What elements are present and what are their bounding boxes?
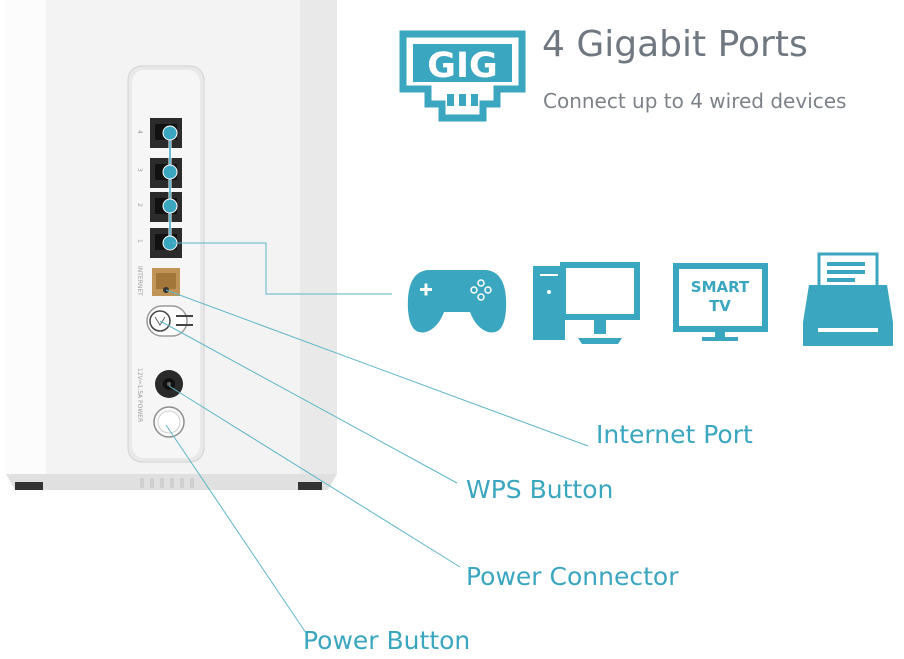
gamepad-icon [407, 270, 507, 333]
internet-port-callout: Internet Port [596, 420, 753, 449]
smart-tv-line1: SMART [691, 278, 750, 296]
page-title: 4 Gigabit Ports [542, 24, 808, 65]
port-2-label: 2 [136, 203, 143, 207]
gig-badge-text: GIG [427, 46, 497, 86]
power-rating-text: 12V⎓1.5A [136, 368, 143, 399]
lan-port-4-marker [162, 125, 178, 141]
wps-button-callout: WPS Button [466, 475, 614, 504]
leader-lines [159, 242, 589, 634]
power-text: POWER [136, 400, 143, 422]
gig-port-icon: GIG [399, 30, 526, 122]
smart-tv-icon: SMART TV [673, 263, 768, 341]
smart-tv-line2: TV [709, 297, 731, 315]
port-3-label: 3 [136, 168, 143, 172]
power-button [153, 406, 185, 438]
power-button-callout: Power Button [303, 626, 471, 655]
page-subtitle: Connect up to 4 wired devices [543, 89, 847, 113]
lan-port-2-marker [162, 198, 178, 214]
port-4-label: 4 [136, 130, 143, 134]
power-connector-callout: Power Connector [466, 562, 679, 591]
port-1-label: 1 [136, 239, 143, 243]
printer-icon [803, 252, 893, 346]
desktop-computer-icon [533, 262, 640, 344]
lan-port-3-marker [162, 164, 178, 180]
internet-port-text: INTERNET [136, 266, 143, 296]
power-connector [155, 370, 183, 398]
